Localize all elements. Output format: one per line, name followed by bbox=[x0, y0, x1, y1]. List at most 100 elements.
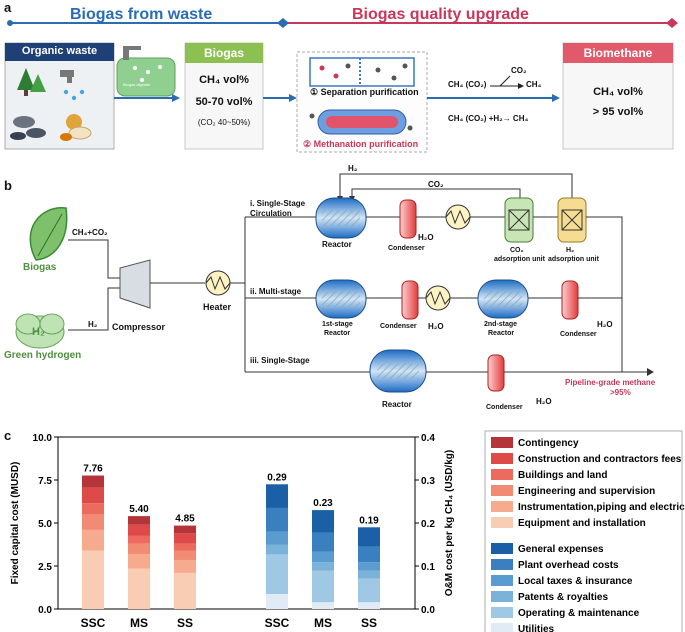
reaction1-top: CO₂ bbox=[511, 66, 527, 75]
y-left-tick-label: 10.0 bbox=[33, 433, 53, 444]
capital-bar-segment bbox=[174, 533, 196, 544]
legend-swatch bbox=[491, 437, 513, 448]
capital-bar-segment bbox=[128, 524, 150, 536]
capital-category-label: SSC bbox=[81, 616, 106, 630]
capital-bar-segment bbox=[82, 475, 104, 488]
y-left-tick-label: 2.5 bbox=[38, 562, 52, 573]
route3-condenser-label: Condenser bbox=[486, 404, 523, 411]
organic-waste-header bbox=[5, 43, 114, 61]
panel-b-graphics bbox=[15, 173, 654, 393]
capital-bar-segment bbox=[174, 525, 196, 534]
om-bar-segment bbox=[266, 531, 288, 545]
biogas-inlet-label: CH₄+CO₂ bbox=[72, 228, 108, 237]
route3-h2o-label: H₂O bbox=[536, 397, 552, 406]
y-right-tick-label: 0.2 bbox=[421, 519, 435, 530]
om-category-label: MS bbox=[314, 616, 332, 630]
y-right-tick-label: 0.4 bbox=[421, 433, 435, 444]
separation-module-icon bbox=[309, 57, 415, 87]
separation-label: ① Separation purification bbox=[310, 87, 419, 97]
om-total-label: 0.29 bbox=[267, 472, 287, 483]
organic-waste-title: Organic waste bbox=[21, 45, 98, 57]
y-right-tick-label: 0.1 bbox=[421, 562, 435, 573]
reaction1-branch bbox=[499, 75, 511, 87]
legend-label: Contingency bbox=[518, 438, 579, 449]
methanation-label: ② Methanation purification bbox=[303, 139, 419, 149]
banner-dot-left bbox=[7, 20, 13, 26]
om-bar-segment bbox=[266, 593, 288, 609]
capital-bar-segment bbox=[128, 535, 150, 544]
legend-swatch bbox=[491, 591, 513, 602]
om-bar-segment bbox=[312, 510, 334, 533]
route1-label-1: i. Single-Stage bbox=[250, 199, 306, 208]
om-bar-segment bbox=[358, 527, 380, 547]
heater-label: Heater bbox=[203, 302, 232, 312]
legend-swatch bbox=[491, 453, 513, 464]
y-right-axis-title: O&M cost per kg CH₄ (USD/kg) bbox=[444, 450, 455, 596]
capital-bar-segment bbox=[174, 543, 196, 551]
route1-label-2: Circulation bbox=[250, 209, 292, 218]
legend-swatch bbox=[491, 469, 513, 480]
om-bar-segment bbox=[266, 484, 288, 508]
legend-label: Operating & maintenance bbox=[518, 608, 640, 619]
om-bar-segment bbox=[358, 578, 380, 603]
co2-unit-label-2: adsorption unit bbox=[494, 256, 545, 263]
route1-condenser-label: Condenser bbox=[388, 245, 425, 252]
biogas-digester-icon bbox=[116, 46, 176, 97]
reaction2: CH₄ (CO₂) +H₂→ CH₄ bbox=[448, 114, 529, 123]
capital-bar-segment bbox=[128, 568, 150, 609]
y-left-tick-label: 5.0 bbox=[38, 519, 52, 530]
biogas-line3: (CO₂ 40~50%) bbox=[197, 118, 251, 127]
route2-condenser2-icon bbox=[561, 280, 579, 320]
route3-condenser-icon bbox=[487, 354, 505, 392]
food-waste-icon bbox=[60, 114, 92, 141]
route1-h2o-label: H₂O bbox=[418, 233, 434, 242]
y-left-tick-label: 7.5 bbox=[38, 476, 52, 487]
route2-condenser1-icon bbox=[401, 280, 419, 320]
panel-letter-b: b bbox=[4, 178, 12, 193]
y-left-tick-label: 0.0 bbox=[38, 605, 52, 616]
product-label-1: Pipeline-grade methane bbox=[565, 378, 656, 387]
om-bar-segment bbox=[358, 546, 380, 563]
capital-total-label: 4.85 bbox=[175, 514, 195, 525]
product-label-2: >95% bbox=[610, 388, 631, 397]
h2-unit-label-2: adsorption unit bbox=[548, 256, 599, 263]
legend-swatch bbox=[491, 623, 513, 632]
stage2-label-1: 2nd-stage bbox=[484, 321, 518, 328]
h2-inlet-line bbox=[68, 287, 120, 331]
biomethane-line2: > 95 vol% bbox=[592, 106, 644, 118]
legend-label: Instrumentation,piping and electrical bbox=[518, 502, 685, 513]
biogas-box-header bbox=[185, 43, 263, 63]
capital-bar-segment bbox=[128, 553, 150, 569]
faucet-icon bbox=[60, 70, 85, 101]
route2-h2o-label-2: H₂O bbox=[597, 320, 613, 329]
biogas-inlet-line bbox=[68, 239, 120, 279]
green-hydrogen-cloud-icon bbox=[15, 313, 65, 349]
route3-label: iii. Single-Stage bbox=[250, 356, 310, 365]
route1-reactor-label: Reactor bbox=[322, 240, 352, 249]
biogas-digester-label: Biogas digester bbox=[123, 82, 151, 87]
capital-bar-segment bbox=[82, 550, 104, 609]
co2-recycle-line bbox=[351, 188, 521, 205]
banner-diamond-mid bbox=[277, 18, 289, 28]
om-category-label: SSC bbox=[265, 616, 290, 630]
legend-label: Local taxes & insurance bbox=[518, 576, 633, 587]
capital-bar-segment bbox=[174, 559, 196, 573]
capital-bar-segment bbox=[82, 487, 104, 504]
om-bar-segment bbox=[312, 532, 334, 552]
panel-letter-c: c bbox=[4, 428, 12, 443]
panel-a-graphics bbox=[4, 18, 678, 153]
capital-total-label: 5.40 bbox=[129, 504, 149, 515]
legend-swatch bbox=[491, 559, 513, 570]
route1-condenser-icon bbox=[399, 199, 417, 239]
om-total-label: 0.23 bbox=[313, 498, 333, 509]
route3-reactor-icon bbox=[369, 349, 427, 393]
capital-category-label: MS bbox=[130, 616, 148, 630]
om-bar-segment bbox=[312, 562, 334, 571]
legend-swatch bbox=[491, 543, 513, 554]
om-bar-segment bbox=[266, 507, 288, 532]
capital-category-label: SS bbox=[177, 616, 193, 630]
co2-adsorption-unit-icon bbox=[504, 197, 534, 243]
legend-label: Buildings and land bbox=[518, 470, 607, 481]
legend-swatch bbox=[491, 607, 513, 618]
product-collector-line bbox=[586, 216, 623, 372]
